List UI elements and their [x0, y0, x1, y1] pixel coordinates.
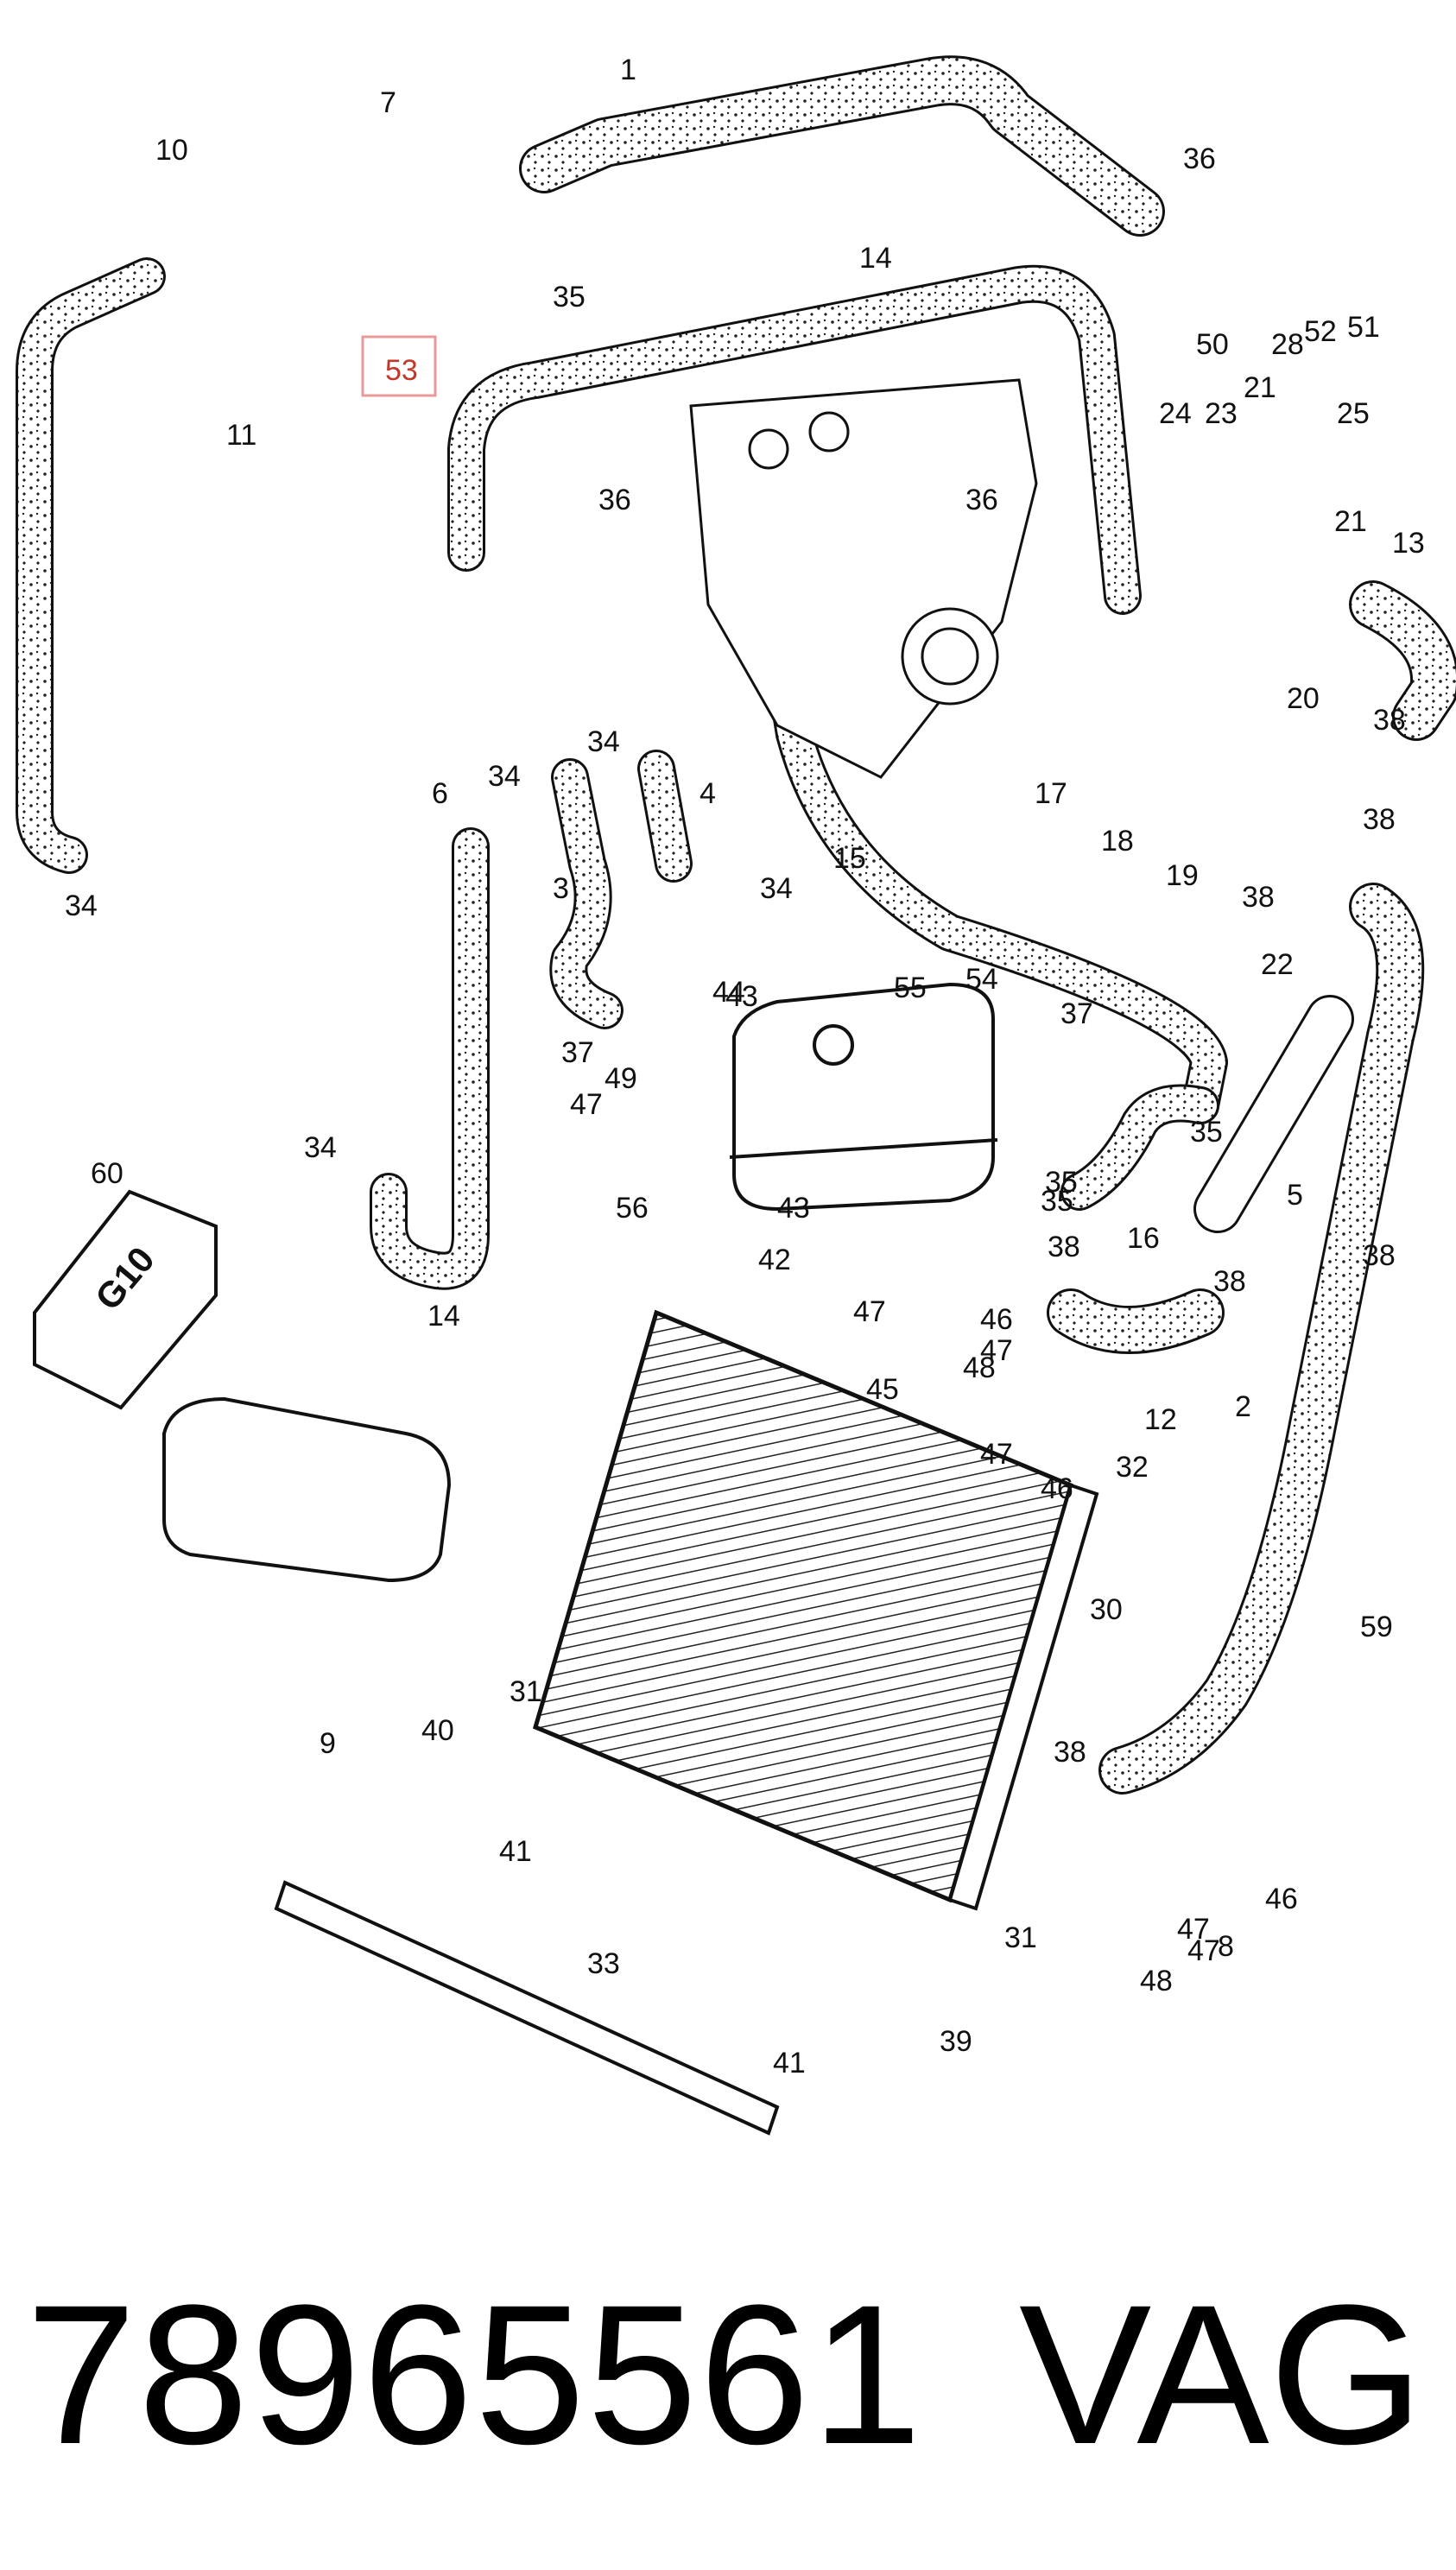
callout-38: 38: [1373, 704, 1406, 737]
callout-13: 13: [1392, 527, 1425, 560]
callout-48: 48: [1140, 1965, 1173, 1997]
hoses: [16, 55, 1456, 1795]
hose-14-left: [16, 257, 166, 874]
callout-38: 38: [1048, 1231, 1080, 1263]
callout-19: 19: [1166, 859, 1199, 892]
callout-47: 47: [1187, 1934, 1220, 1967]
callout-34: 34: [65, 889, 98, 922]
callout-21: 21: [1334, 505, 1367, 538]
footer: 78965561 VAG: [0, 2245, 1456, 2504]
callout-7: 7: [380, 86, 396, 119]
callout-52: 52: [1304, 315, 1337, 348]
callout-44: 44: [712, 976, 745, 1009]
callout-59: 59: [1360, 1611, 1393, 1643]
callout-47: 47: [853, 1295, 886, 1328]
callout-46: 46: [980, 1303, 1013, 1336]
callout-38: 38: [1213, 1265, 1246, 1298]
callout-10: 10: [155, 134, 188, 167]
callout-31: 31: [510, 1675, 542, 1708]
callout-16: 16: [1127, 1222, 1160, 1255]
callout-37: 37: [1060, 997, 1093, 1030]
callout-50: 50: [1196, 328, 1229, 361]
callout-38: 38: [1054, 1736, 1086, 1769]
callout-47: 47: [1177, 1913, 1210, 1946]
callout-2: 2: [1235, 1390, 1251, 1423]
callout-34: 34: [587, 725, 620, 758]
callout-36: 36: [965, 484, 998, 516]
callout-24: 24: [1159, 397, 1192, 430]
callout-14: 14: [859, 242, 892, 275]
callout-35: 35: [1190, 1116, 1223, 1149]
callout-labels: 1234567891011121314141516171819202121222…: [65, 54, 1425, 2079]
callout-25: 25: [1337, 397, 1370, 430]
callout-41: 41: [499, 1835, 532, 1868]
callout-34: 34: [760, 872, 793, 905]
callout-34: 34: [304, 1131, 337, 1164]
callout-47: 47: [570, 1088, 603, 1121]
callout-35: 35: [1041, 1185, 1073, 1218]
callout-14: 14: [427, 1300, 460, 1332]
callout-33: 33: [587, 1947, 620, 1980]
callout-47: 47: [980, 1438, 1013, 1471]
callout-35: 35: [553, 281, 586, 313]
callout-46: 46: [1265, 1883, 1298, 1915]
callout-51: 51: [1347, 311, 1380, 344]
callout-60: 60: [91, 1157, 123, 1190]
callout-43: 43: [725, 980, 758, 1013]
expansion-tank: [729, 982, 998, 1212]
callout-53: 53: [385, 354, 418, 387]
crossmember: [274, 1880, 780, 2136]
callout-36: 36: [598, 484, 631, 516]
callout-6: 6: [432, 777, 448, 810]
callout-9: 9: [320, 1727, 336, 1760]
callout-54: 54: [965, 963, 998, 996]
engine-block: [689, 378, 1038, 779]
callout-40: 40: [421, 1714, 454, 1747]
callout-35: 35: [1045, 1166, 1078, 1199]
callout-45: 45: [866, 1373, 899, 1406]
callout-38: 38: [1363, 1239, 1396, 1272]
callout-56: 56: [616, 1192, 649, 1225]
callout-21: 21: [1244, 371, 1276, 404]
callout-5: 5: [1287, 1179, 1303, 1212]
callout-28: 28: [1271, 328, 1304, 361]
callout-41: 41: [773, 2047, 806, 2079]
callout-34: 34: [488, 760, 521, 793]
callout-30: 30: [1090, 1593, 1123, 1626]
callout-49: 49: [605, 1062, 637, 1095]
callout-55: 55: [894, 972, 927, 1004]
callout-38: 38: [1363, 803, 1396, 836]
callout-22: 22: [1261, 948, 1294, 981]
callout-8: 8: [1218, 1930, 1234, 1963]
callout-43: 43: [777, 1192, 810, 1225]
callout-36: 36: [1183, 142, 1216, 175]
callout-47: 47: [980, 1334, 1013, 1367]
callout-1: 1: [620, 54, 636, 86]
callout-38: 38: [1242, 881, 1275, 914]
callout-32: 32: [1116, 1451, 1149, 1484]
callout-37: 37: [561, 1036, 594, 1069]
coolant-jug: [33, 1189, 218, 1410]
callout-39: 39: [940, 2025, 972, 2058]
highlight-box-53: [361, 335, 437, 397]
callout-11: 11: [226, 419, 256, 452]
callout-31: 31: [1004, 1921, 1037, 1954]
callout-17: 17: [1035, 777, 1067, 810]
callout-15: 15: [833, 842, 866, 875]
part-number: 78965561: [26, 2263, 924, 2485]
callout-46: 46: [1041, 1472, 1073, 1505]
callout-18: 18: [1101, 825, 1134, 858]
second-tank: [162, 1396, 452, 1583]
callout-12: 12: [1144, 1403, 1177, 1436]
callout-23: 23: [1205, 397, 1238, 430]
callout-20: 20: [1287, 682, 1320, 715]
brand-name: VAG: [1019, 2263, 1424, 2485]
callout-4: 4: [700, 777, 716, 810]
callout-3: 3: [553, 872, 569, 905]
callout-42: 42: [758, 1244, 791, 1276]
callout-48: 48: [963, 1351, 996, 1384]
radiator: [532, 1309, 1099, 1911]
